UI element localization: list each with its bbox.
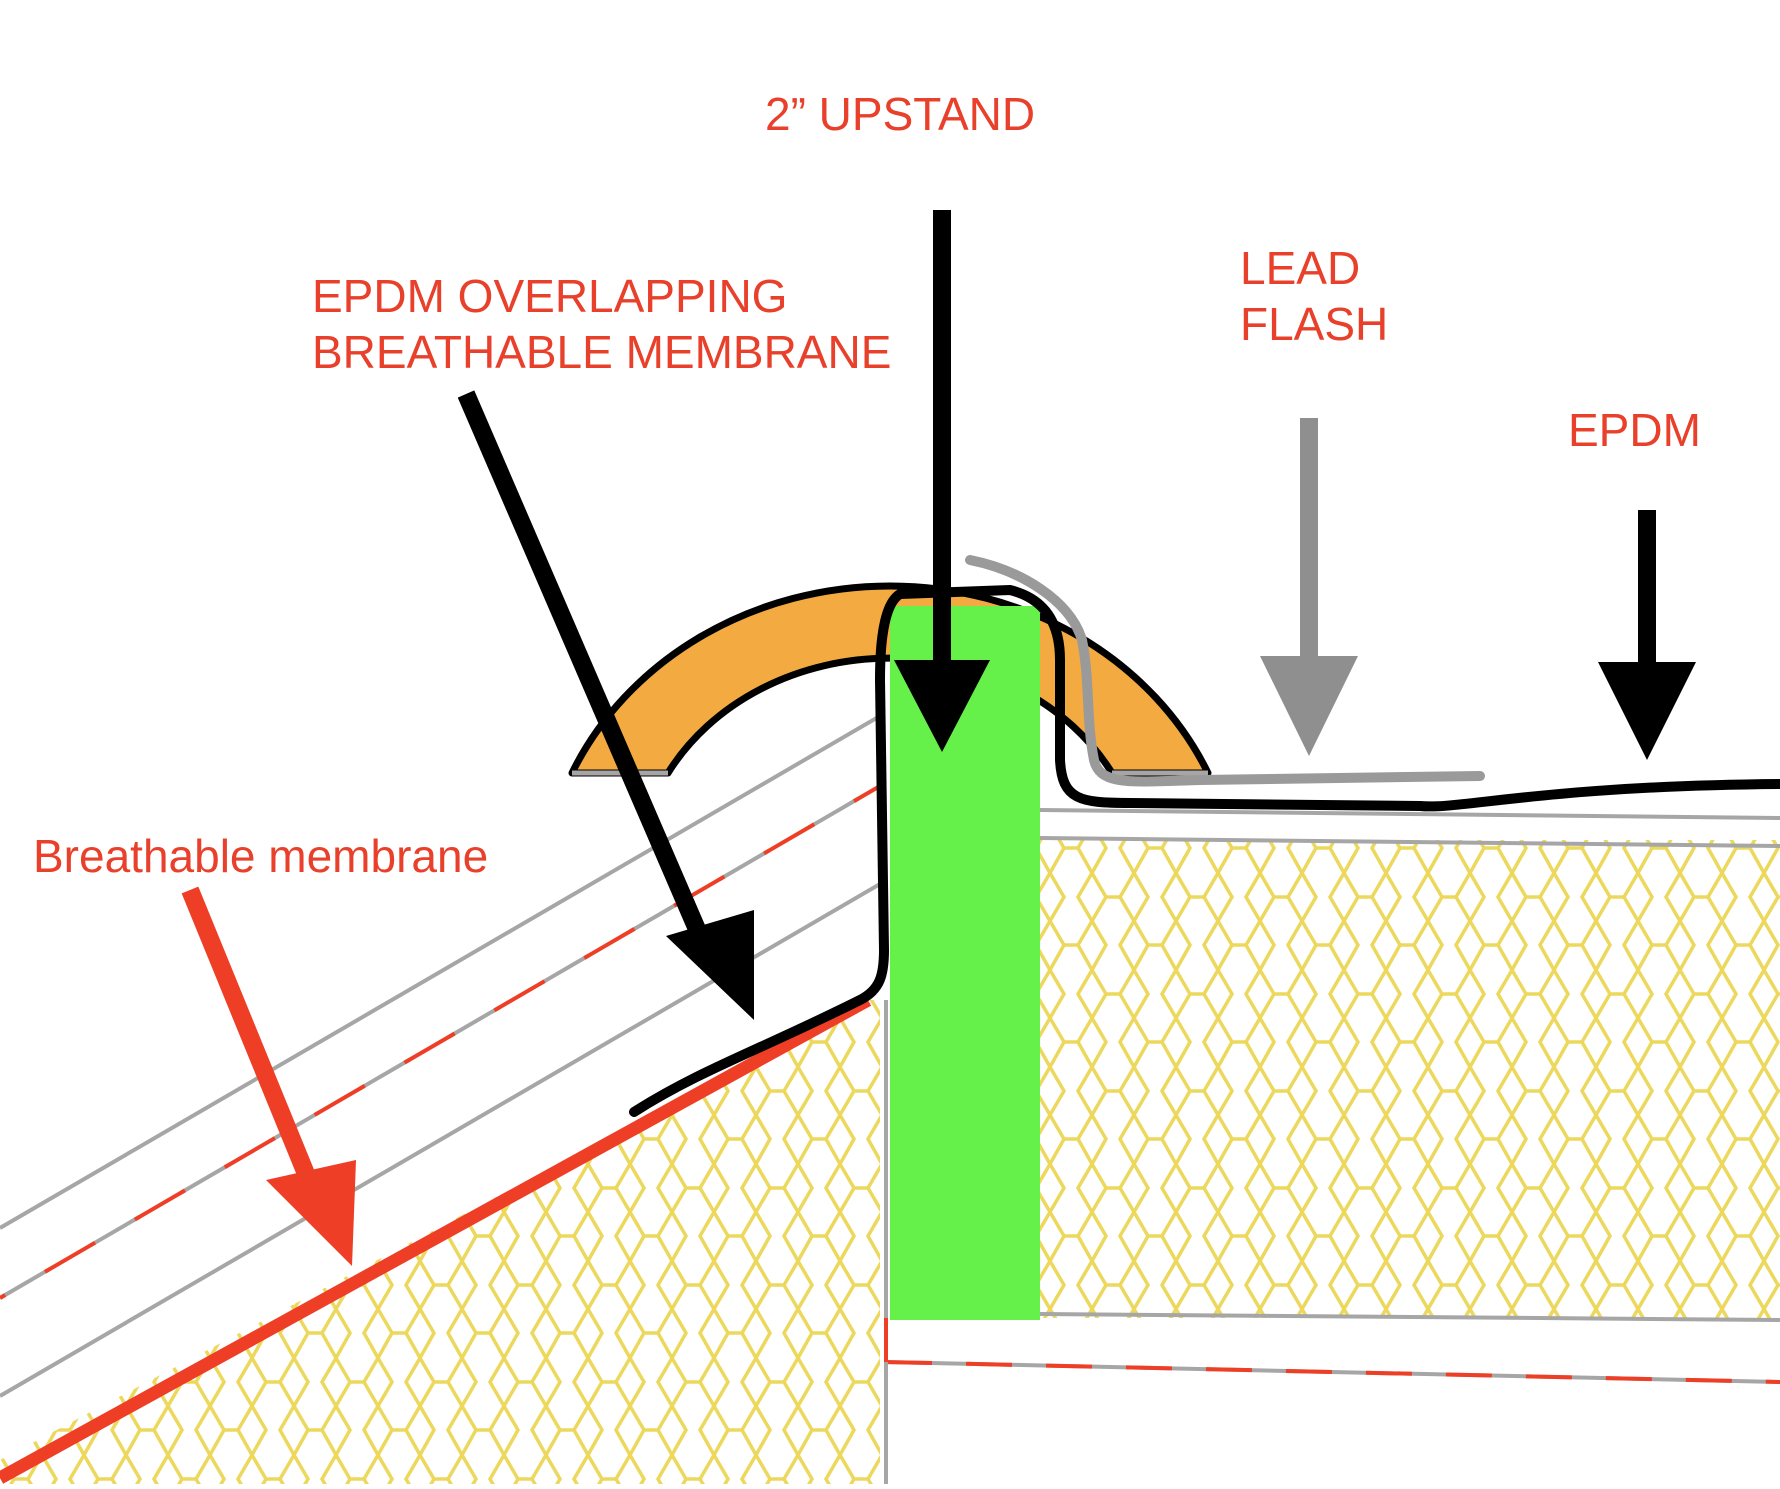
- epdm-overlap-label: EPDM OVERLAPPING BREATHABLE MEMBRANE: [312, 268, 891, 380]
- breathable-membrane-label: Breathable membrane: [33, 830, 489, 882]
- lead-flash-arrow-icon: [1260, 418, 1358, 756]
- epdm-overlap-label-line1: EPDM OVERLAPPING: [312, 270, 788, 322]
- epdm-label: EPDM: [1568, 404, 1701, 456]
- breathable-membrane-line: [0, 994, 872, 1484]
- epdm-arrow-icon: [1598, 510, 1696, 760]
- lead-flash-label-line1: LEAD: [1240, 242, 1361, 294]
- upstand-label: 2” UPSTAND: [765, 88, 1036, 140]
- upstand-capping: [568, 582, 1212, 777]
- upstand-arrow-icon: [894, 210, 990, 752]
- lead-flash-label: LEAD FLASH: [1240, 240, 1388, 352]
- flat-deck-lines: [884, 808, 1780, 1484]
- epdm-membrane: [629, 585, 1780, 1117]
- flat-insulation: [1040, 840, 1780, 1318]
- lead-flashing: [965, 555, 1485, 787]
- lead-flash-label-line2: FLASH: [1240, 298, 1389, 350]
- timber-upstand: [890, 606, 1040, 1320]
- breathable-arrow-icon: [181, 886, 356, 1266]
- overlap-arrow-icon: [457, 390, 754, 1020]
- epdm-overlap-label-line2: BREATHABLE MEMBRANE: [312, 326, 892, 378]
